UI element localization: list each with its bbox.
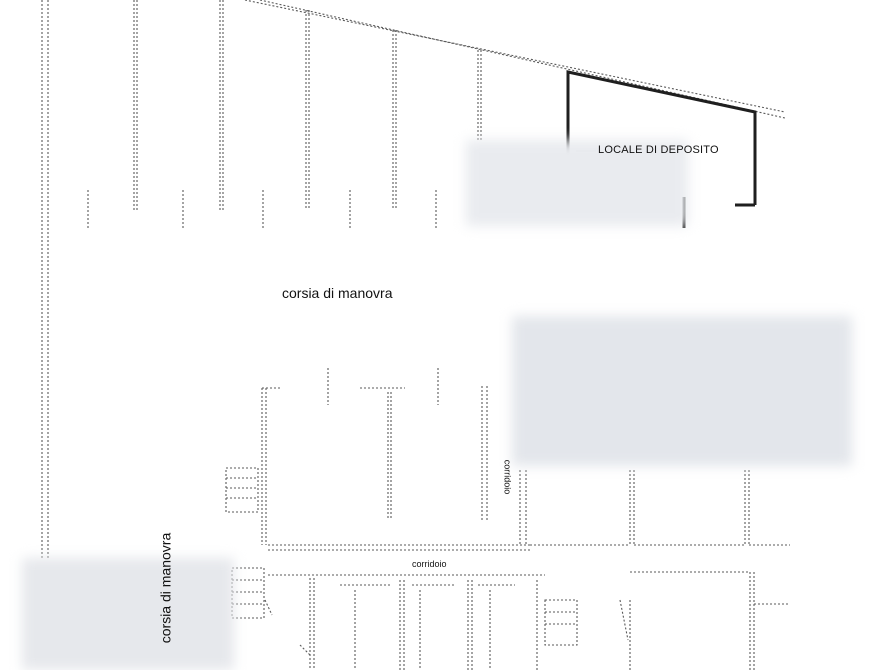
top-slanted-wall	[244, 0, 786, 113]
maneuver-aisle-side-label: corsia di manovra	[157, 532, 174, 644]
storage-room-walls	[566, 70, 757, 205]
corridor-vertical-label: corridoio	[502, 459, 513, 495]
redacted-area	[466, 140, 688, 226]
storage-room-label: LOCALE DI DEPOSITO	[598, 144, 719, 156]
maneuver-aisle-label: corsia di manovra	[282, 285, 393, 301]
redacted-area	[512, 316, 852, 466]
redacted-area	[22, 558, 234, 670]
corridor-label: corridoio	[412, 559, 447, 569]
stair-block	[225, 467, 259, 513]
